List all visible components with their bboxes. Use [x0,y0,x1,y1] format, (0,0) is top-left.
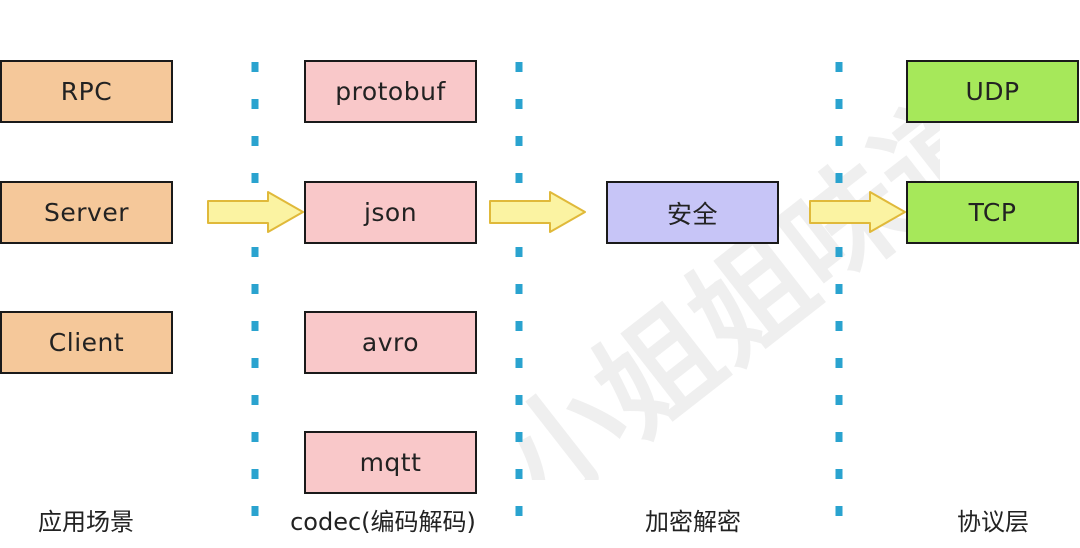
column-label-app: 应用场景 [38,508,134,536]
arrow-codec-to-crypto [489,191,586,233]
arrow-crypto-to-protocol [809,191,906,233]
column-label-protocol: 协议层 [957,508,1029,536]
divider-1 [251,62,259,528]
app-box-server: Server [0,181,173,244]
watermark: 小姐姐味道 [476,62,940,480]
divider-2 [515,62,523,528]
codec-box-avro: avro [304,311,477,374]
column-label-crypto: 加密解密 [645,508,741,536]
protocol-box-tcp: TCP [906,181,1079,244]
column-label-codec: codec(编码解码) [290,508,476,536]
watermark-text: 小姐姐味道 [476,62,940,480]
app-box-rpc: RPC [0,60,173,123]
divider-3 [835,62,843,528]
arrow-app-to-codec [207,191,304,233]
codec-box-protobuf: protobuf [304,60,477,123]
app-box-client: Client [0,311,173,374]
codec-box-mqtt: mqtt [304,431,477,494]
codec-box-json: json [304,181,477,244]
crypto-box-security: 安全 [606,181,779,244]
protocol-box-udp: UDP [906,60,1079,123]
